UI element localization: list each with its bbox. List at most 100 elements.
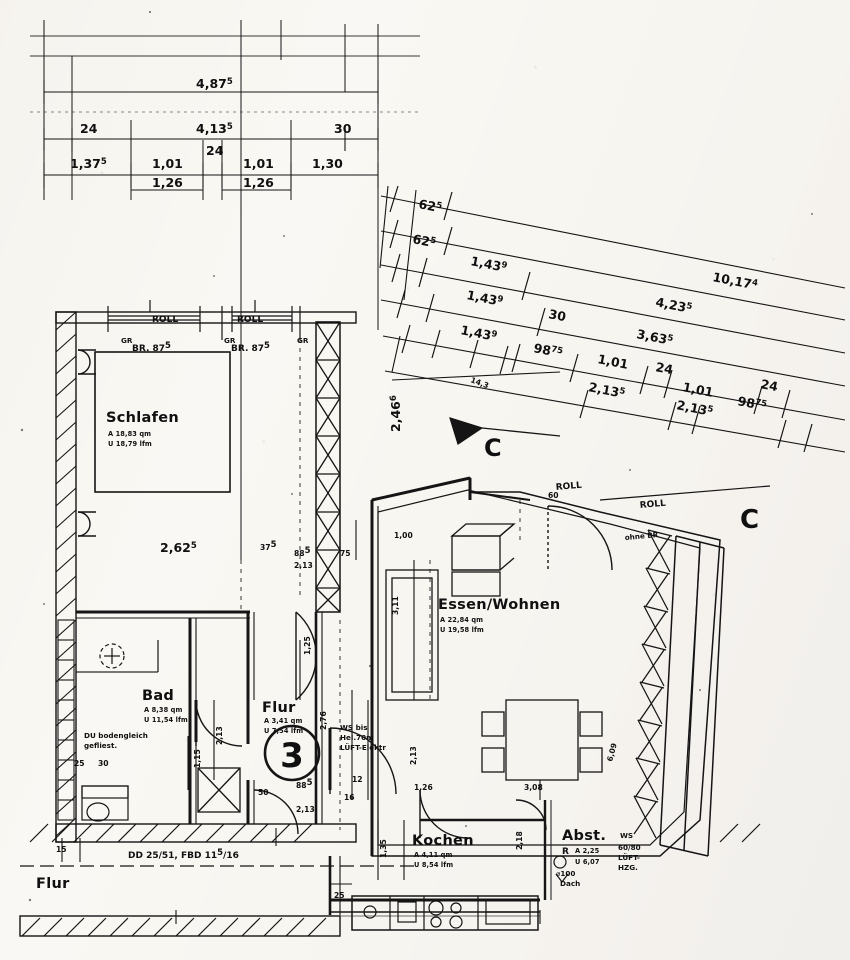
room-labels: Schlafen A 18,83 qm U 18,79 lfm Bad A 8,…	[36, 410, 606, 892]
dining-set	[481, 699, 603, 781]
axis-lines	[30, 20, 420, 560]
dim-30-inner: 30	[98, 759, 109, 768]
dim-218: 2,18	[515, 831, 524, 850]
duct-note-2: Dach	[560, 879, 580, 888]
dim-15: 15	[56, 845, 67, 854]
wall-annotations: ROLL ROLL GR GR GR BR. 875 BR. 875 ROLL …	[84, 315, 666, 888]
dim-126-b: 1,26	[243, 175, 274, 190]
dim-885-a: 885	[294, 546, 311, 558]
dim-1375: 1,375	[70, 156, 107, 171]
dim-25-b: 25	[334, 891, 345, 900]
slab-note: DD 25/51, FBD 115/16	[128, 848, 239, 861]
roll-label-4: ROLL	[639, 499, 666, 511]
ohne-br-label: ohne BR	[624, 530, 659, 542]
dim-2625: 2,625	[160, 540, 197, 555]
duct-note-1: ⌀100	[556, 869, 575, 878]
diagonal-dimension-lines	[379, 185, 846, 453]
dim-2466: 2,466	[388, 395, 403, 432]
section-marker-arrow	[449, 417, 561, 445]
section-line-right	[599, 485, 771, 501]
dim-30-top: 30	[334, 121, 352, 136]
dim-311: 3,11	[391, 596, 400, 615]
dim-9875-b: 9875	[736, 393, 768, 413]
dim-2135-a: 2,135	[587, 379, 626, 401]
door-leaves	[194, 700, 332, 790]
dim-130: 1,30	[312, 156, 343, 171]
inner-dimension-labels: 2,625 375 885 2,13 75 1,00 60 3,11 1,25 …	[56, 491, 619, 900]
dim-2135-b: 2,135	[675, 397, 714, 419]
dim-625-b: 625	[411, 231, 437, 250]
dim-1439-a: 1,439	[469, 253, 508, 275]
dim-4135: 4,135	[196, 121, 233, 136]
dim-100: 1,00	[394, 531, 413, 540]
room-area-flur: A 3,41 qm	[264, 717, 302, 725]
room-area-essen-wohnen: A 22,84 qm	[440, 616, 483, 624]
section-letter-right: C	[740, 505, 759, 535]
dim-50: 50	[258, 788, 269, 797]
unit-number-badge: 3	[263, 724, 321, 782]
dim-25: 25	[74, 759, 85, 768]
dim-101-a: 1,01	[152, 156, 183, 171]
dim-126-a: 1,26	[152, 175, 183, 190]
dim-101-diag-b: 1,01	[681, 379, 714, 400]
room-name-abst: Abst.	[562, 828, 606, 844]
dim-101-diag-a: 1,01	[596, 351, 629, 372]
scan-specks	[20, 10, 813, 902]
dim-101-b: 1,01	[243, 156, 274, 171]
shower-note-1: DU bodengleich	[84, 731, 148, 740]
dim-24-diag-b: 24	[759, 376, 779, 394]
dim-126-inner: 1,26	[414, 783, 433, 792]
room-name-bad: Bad	[142, 688, 174, 704]
dim-30-diag: 30	[547, 306, 567, 324]
room-area-kochen: A 4,11 qm	[414, 851, 452, 859]
top-dimension-labels: 4,875 24 4,135 30 1,375 1,01 24 1,01 1,3…	[70, 76, 352, 190]
room-area-abst: A 2,25	[575, 847, 600, 855]
room-volume-schlafen: U 18,79 lfm	[108, 440, 152, 448]
dim-4875: 4,875	[196, 76, 233, 91]
reference-lines	[240, 330, 521, 830]
dim-9875-a: 9875	[532, 340, 564, 360]
dim-16: 16	[344, 793, 355, 802]
room-area-bad: A 8,38 qm	[144, 706, 182, 714]
dim-125: 1,25	[303, 636, 312, 655]
dim-213-a: 2,13	[294, 561, 313, 570]
ws-right-2: 60/80	[618, 843, 641, 852]
duct-symbol	[553, 855, 569, 883]
dim-60: 60	[548, 491, 559, 500]
gr-label-2: GR	[297, 336, 309, 345]
building-walls	[19, 311, 721, 937]
dim-24-top: 24	[80, 121, 98, 136]
unit-number: 3	[280, 736, 304, 776]
shaft-symbols	[197, 767, 241, 813]
dim-135: 1,35	[379, 839, 388, 858]
dim-213-c: 2,13	[409, 746, 418, 765]
room-volume-bad: U 11,54 lfm	[144, 716, 188, 724]
dim-276: 2,76	[319, 711, 328, 730]
gr-label-3: GR	[224, 336, 236, 345]
dim-308: 3,08	[524, 783, 543, 792]
room-name-flur: Flur	[262, 700, 296, 716]
room-name-kochen: Kochen	[412, 833, 474, 849]
dim-885-b: 885	[296, 778, 313, 790]
ws-right-1: WS	[620, 831, 633, 840]
room-area-schlafen: A 18,83 qm	[108, 430, 151, 438]
roll-label-2: ROLL	[237, 315, 263, 325]
dim-24-diag-a: 24	[654, 359, 674, 377]
ws-right-4: HZG.	[618, 863, 638, 872]
dim-609: 6,09	[605, 742, 619, 762]
room-volume-flur: U 7,54 lfm	[264, 727, 303, 735]
windows-left	[77, 349, 96, 537]
ws-note-2: Hel.70m	[340, 733, 374, 742]
wall-hatching-bottom	[21, 823, 761, 937]
roll-label-1: ROLL	[152, 315, 178, 325]
dim-24-mid: 24	[206, 143, 224, 158]
room-volume-essen-wohnen: U 19,58 lfm	[440, 626, 484, 634]
wall-crosshatch-diagonal	[633, 529, 673, 839]
dim-213-d: 2,13	[296, 805, 315, 814]
dim-75: 75	[340, 549, 351, 558]
dim-625-a: 625	[417, 196, 443, 215]
outer-diagonal-wall	[659, 535, 725, 857]
gr-label-1: GR	[121, 336, 133, 345]
br-label-2: BR. 875	[231, 341, 270, 354]
